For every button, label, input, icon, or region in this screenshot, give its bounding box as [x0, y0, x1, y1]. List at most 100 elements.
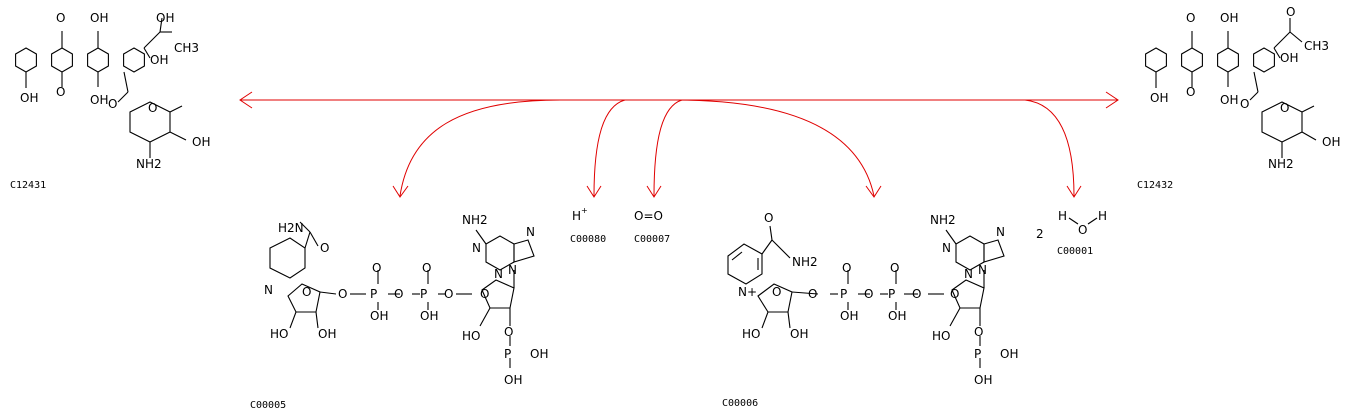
- compound-c00001: 2 H O H C00001: [1036, 209, 1107, 257]
- c00006-atom: O: [912, 287, 921, 301]
- c12432-atom: O: [1186, 11, 1195, 25]
- c12431-atom: OH: [90, 11, 108, 25]
- c12432-atom: OH: [1220, 93, 1238, 107]
- c00005-atom: N: [472, 241, 481, 255]
- c00006-atom: NH2: [930, 213, 956, 227]
- c00001-atom: H: [1098, 209, 1107, 223]
- c00005-atom: O: [504, 325, 513, 339]
- c12431-atom: NH2: [136, 157, 162, 171]
- c00006-atom: HO: [742, 327, 760, 341]
- compound-c00007: O=O C00007: [634, 209, 670, 245]
- c00006-atom: O: [864, 287, 873, 301]
- c12432-atom: O: [1280, 101, 1289, 115]
- c00005-atom: OH: [420, 309, 438, 323]
- c00006-atom: OH: [1000, 347, 1018, 361]
- c00005-atom: P: [370, 287, 377, 301]
- c00005-atom: P: [420, 287, 427, 301]
- c00005-atom: O: [302, 285, 311, 299]
- c00006-atom: O: [950, 287, 959, 301]
- c12432-atom: OH: [1322, 135, 1340, 149]
- c00005-atom: OH: [504, 373, 522, 387]
- c00006-structure: [727, 225, 1005, 368]
- c00006-atom: OH: [974, 373, 992, 387]
- c00005-atom: NH2: [462, 213, 488, 227]
- c00080-charge: +: [581, 206, 588, 215]
- c00005-atom: O: [394, 287, 403, 301]
- c00001-atom: H: [1058, 209, 1067, 223]
- c00001-atom: O: [1078, 223, 1087, 237]
- c00006-atom: HO: [932, 329, 950, 343]
- c00006-atom: N: [978, 263, 987, 277]
- c12432-atom: O: [1186, 85, 1195, 99]
- c12432-structure: [1145, 18, 1317, 158]
- c00006-atom: O: [808, 287, 817, 301]
- c00006-atom: P: [888, 287, 895, 301]
- c12432-atom: O: [1286, 5, 1295, 19]
- c00001-id-label: C00001: [1057, 246, 1093, 257]
- c00080-formula: H: [572, 209, 581, 223]
- c00005-atom: OH: [370, 309, 388, 323]
- compound-c12432: O OH O CH3 OH OH O OH O O OH NH2 C12432: [1137, 5, 1340, 191]
- c00005-atom: O: [372, 261, 381, 275]
- c00005-atom: O: [480, 287, 489, 301]
- c00005-atom: OH: [530, 347, 548, 361]
- c12431-atom: CH3: [174, 41, 199, 55]
- c12431-atom: O: [108, 97, 117, 111]
- c12432-atom: CH3: [1304, 39, 1329, 53]
- c12431-atom: O: [148, 101, 157, 115]
- c12432-atom: OH: [1150, 91, 1168, 105]
- c00005-atom: H2N: [278, 221, 304, 235]
- c00080-id-label: C00080: [570, 234, 606, 245]
- c00006-atom: O: [842, 261, 851, 275]
- c00005-id-label: C00005: [250, 400, 286, 411]
- arrow-to-c00005: [399, 99, 561, 197]
- c00005-atom: N: [508, 263, 517, 277]
- c00005-atom: O: [338, 287, 347, 301]
- c00001-coefficient: 2: [1036, 227, 1044, 241]
- arrow-to-c00006: [674, 99, 875, 197]
- c00005-atom: O: [320, 241, 329, 255]
- c12431-atom: O: [56, 85, 65, 99]
- c00006-atom: N: [942, 241, 951, 255]
- c00005-atom: N: [264, 283, 273, 297]
- c12431-atom: OH: [192, 135, 210, 149]
- c00007-id-label: C00007: [634, 234, 670, 245]
- arrowhead-c00080: [586, 185, 602, 198]
- c00007-formula: O=O: [634, 209, 663, 223]
- c12431-atom: OH: [150, 53, 168, 67]
- c12432-atom: OH: [1280, 51, 1298, 65]
- c12431-structure: [15, 17, 187, 158]
- arrow-to-c00001: [1024, 99, 1075, 197]
- c00006-atom: P: [840, 287, 847, 301]
- c12432-id-label: C12432: [1137, 180, 1173, 191]
- arrowhead-c00007: [646, 185, 662, 198]
- arrow-to-c00007: [653, 99, 683, 197]
- arrowhead-c00001: [1066, 185, 1082, 198]
- right-arrowhead: [1105, 91, 1119, 109]
- c00006-atom: OH: [840, 309, 858, 323]
- reaction-arrows: [239, 91, 1119, 198]
- c00006-atom: P: [974, 347, 981, 361]
- arrow-to-c00080: [593, 99, 626, 197]
- c00005-atom: OH: [318, 327, 336, 341]
- c00006-atom: N+: [738, 285, 757, 299]
- compound-c00005: H2N O N O O P O O P O O OH OH HO OH N N …: [250, 213, 548, 411]
- c00005-atom: HO: [462, 329, 480, 343]
- c12431-atom: OH: [156, 11, 174, 25]
- c00006-atom: NH2: [792, 255, 818, 269]
- c00005-structure: [269, 221, 535, 368]
- c12431-atom: OH: [90, 93, 108, 107]
- c00005-atom: P: [504, 347, 511, 361]
- c00005-atom: N: [526, 225, 535, 239]
- c00005-atom: HO: [270, 327, 288, 341]
- c00006-atom: OH: [888, 309, 906, 323]
- c00005-atom: N: [494, 267, 503, 281]
- c00006-atom: O: [772, 285, 781, 299]
- arrowhead-c00006: [865, 185, 882, 198]
- c00005-atom: O: [422, 261, 431, 275]
- c00006-atom: O: [890, 261, 899, 275]
- c00006-atom: OH: [790, 327, 808, 341]
- compound-c12431: O OH OH OH CH3 OH O OH O O OH NH2 C12431: [10, 11, 210, 191]
- c00006-atom: O: [974, 325, 983, 339]
